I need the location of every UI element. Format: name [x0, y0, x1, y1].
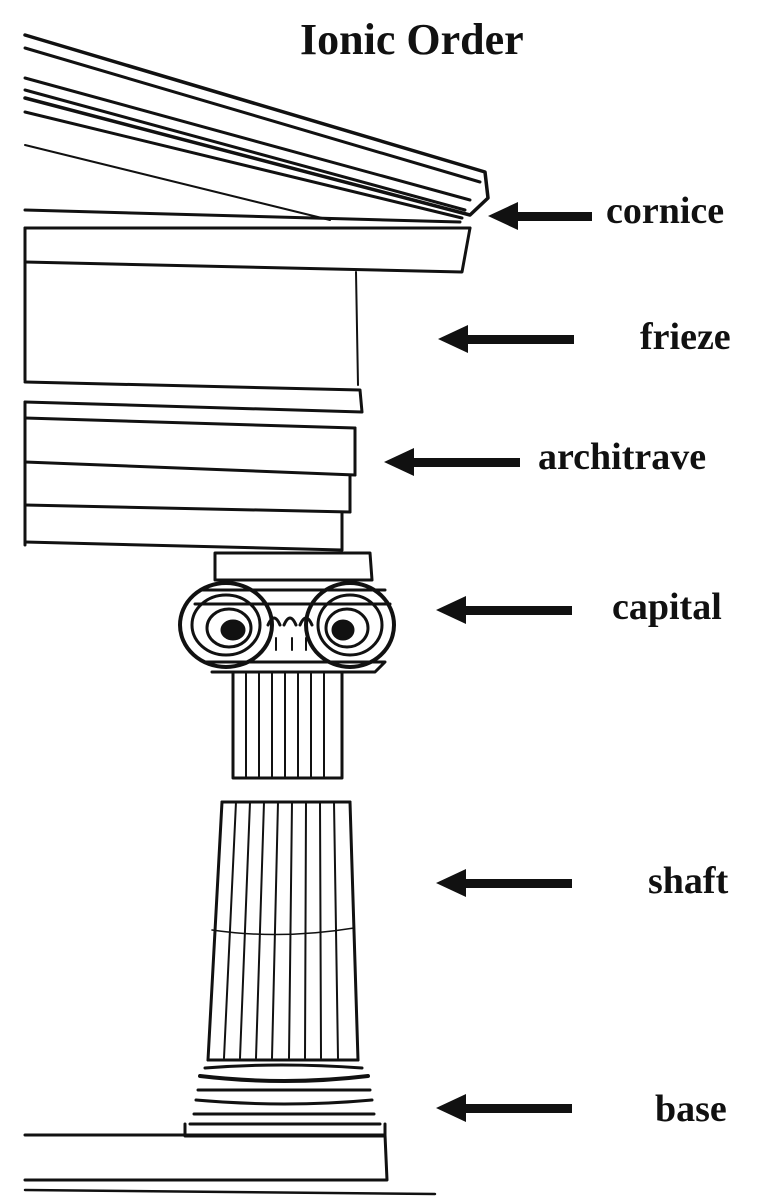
cornice-drawing [23, 33, 490, 274]
label-shaft: shaft [648, 860, 729, 902]
label-base: base [655, 1088, 727, 1130]
architrave-drawing [23, 380, 364, 552]
capital-drawing [178, 551, 396, 674]
base-drawing [23, 1058, 437, 1196]
upper-shaft-drawing [231, 670, 344, 780]
label-frieze: frieze [640, 316, 731, 358]
shaft-drawing [206, 800, 360, 1062]
diagram-title: Ionic Order [300, 15, 524, 64]
label-arrows [384, 202, 592, 1122]
label-capital: capital [612, 586, 722, 628]
frieze-drawing [23, 260, 359, 386]
label-cornice: cornice [606, 190, 725, 232]
label-architrave: architrave [538, 436, 707, 478]
